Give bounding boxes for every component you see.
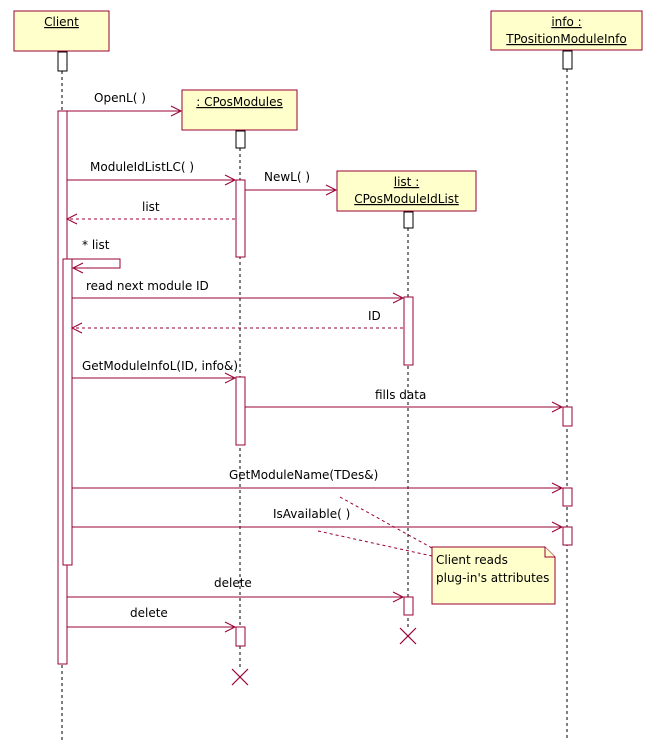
info-object-name-line2: TPositionModuleInfo bbox=[505, 32, 626, 46]
message-list-return: list bbox=[65, 200, 235, 225]
message-getmodulename-label: GetModuleName(TDes&) bbox=[229, 468, 378, 482]
message-list-return-label: list bbox=[142, 200, 160, 214]
cposmodules-activation-1 bbox=[235, 179, 246, 258]
list-activation-1 bbox=[403, 296, 414, 366]
message-read-next-label: read next module ID bbox=[86, 279, 209, 293]
cposmodules-activation-2 bbox=[235, 376, 246, 446]
message-id-return-label: ID bbox=[368, 309, 381, 323]
cposmodules-object[interactable]: : CPosModules bbox=[181, 89, 298, 131]
message-delete-modules-label: delete bbox=[130, 606, 168, 620]
list-destroy-marker bbox=[399, 627, 417, 645]
message-newl-label: NewL( ) bbox=[264, 170, 310, 184]
info-activation-1 bbox=[562, 406, 573, 427]
message-getmoduleinfol-label: GetModuleInfoL(ID, info&) bbox=[82, 359, 238, 373]
list-object[interactable]: list : CPosModuleIdList bbox=[336, 170, 477, 212]
note-line1: Client reads bbox=[436, 553, 508, 567]
info-activation-2 bbox=[562, 487, 573, 507]
client-object[interactable]: Client bbox=[13, 10, 110, 52]
cposmodules-activation-3 bbox=[235, 626, 246, 647]
cposmodules-destroy-marker bbox=[231, 668, 249, 686]
client-header-activation bbox=[57, 51, 68, 72]
cposmodules-header-activation bbox=[235, 130, 246, 149]
message-delete-modules: delete bbox=[67, 606, 237, 633]
message-openl: OpenL( ) bbox=[67, 91, 183, 117]
message-fills-data: fills data bbox=[245, 388, 564, 413]
note-line2: plug-in's attributes bbox=[436, 571, 549, 585]
info-object-name-line1: info : bbox=[551, 15, 581, 29]
message-delete-list-label: delete bbox=[214, 576, 252, 590]
list-object-name-line1: list : bbox=[394, 175, 419, 189]
message-list-iteration-label: * list bbox=[82, 238, 110, 252]
message-openl-label: OpenL( ) bbox=[94, 91, 146, 105]
client-object-name: Client bbox=[44, 15, 79, 29]
message-isavailable-label: IsAvailable( ) bbox=[273, 507, 350, 521]
message-isavailable: IsAvailable( ) bbox=[72, 507, 564, 533]
message-newl: NewL( ) bbox=[245, 170, 338, 196]
list-activation-2 bbox=[403, 596, 414, 616]
message-read-next: read next module ID bbox=[72, 279, 405, 304]
list-object-name-line2: CPosModuleIdList bbox=[354, 192, 459, 206]
note-link-2 bbox=[317, 530, 433, 557]
note-link-1 bbox=[339, 496, 433, 549]
client-loop-activation bbox=[62, 258, 73, 566]
cposmodules-object-name: : CPosModules bbox=[196, 95, 283, 109]
message-list-iteration: * list bbox=[67, 238, 121, 274]
info-header-activation bbox=[562, 50, 573, 70]
message-moduleidlistlc: ModuleIdListLC( ) bbox=[67, 160, 237, 186]
message-fills-data-label: fills data bbox=[375, 388, 426, 402]
message-delete-list: delete bbox=[67, 576, 405, 603]
message-moduleidlistlc-label: ModuleIdListLC( ) bbox=[90, 160, 194, 174]
message-id-return: ID bbox=[70, 309, 403, 334]
info-activation-3 bbox=[562, 526, 573, 546]
message-getmodulename: GetModuleName(TDes&) bbox=[72, 468, 564, 494]
message-getmoduleinfol: GetModuleInfoL(ID, info&) bbox=[72, 359, 238, 384]
info-object[interactable]: info : TPositionModuleInfo bbox=[490, 10, 643, 51]
note: Client reads plug-in's attributes bbox=[431, 546, 556, 605]
list-header-activation bbox=[403, 211, 414, 229]
